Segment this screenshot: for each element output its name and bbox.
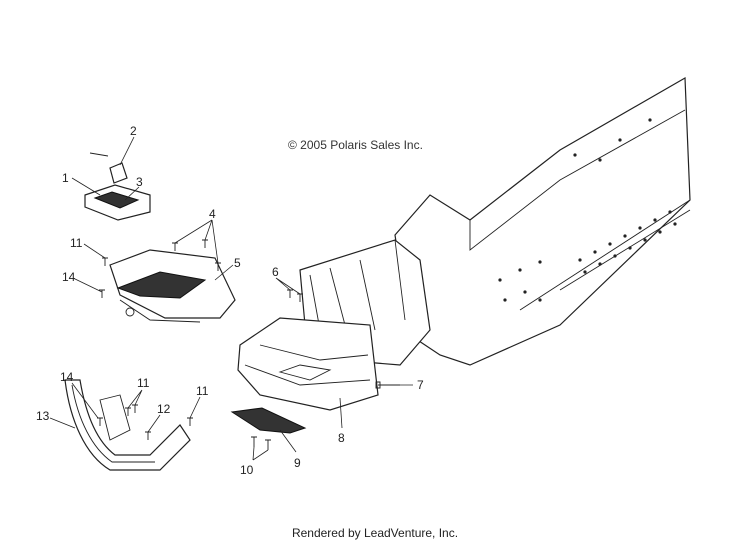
chassis-tunnel	[394, 76, 691, 366]
callout-4: 4	[209, 207, 216, 221]
callout-6: 6	[272, 265, 279, 279]
front-bumper	[64, 379, 191, 471]
callout-2: 2	[130, 124, 137, 138]
tunnel-rivet-holes	[498, 118, 677, 302]
fasteners-10	[251, 436, 271, 450]
leader-lines	[49, 136, 413, 461]
callout-12: 12	[157, 402, 171, 416]
callout-1: 1	[62, 171, 69, 185]
callout-9: 9	[294, 456, 301, 470]
mounting-plate	[109, 249, 236, 323]
callout-3: 3	[136, 175, 143, 189]
copyright-notice: © 2005 Polaris Sales Inc.	[288, 138, 423, 152]
callout-13: 13	[36, 409, 50, 423]
callout-7: 7	[417, 378, 424, 392]
callout-11-b: 11	[137, 376, 150, 390]
skid-plate	[230, 407, 307, 434]
callout-11-a: 11	[70, 236, 83, 250]
nose-pan	[237, 317, 379, 411]
callout-11-c: 11	[196, 384, 209, 398]
access-plate	[84, 152, 151, 221]
callout-14-a: 14	[62, 270, 76, 284]
footer-credit: Rendered by LeadVenture, Inc.	[291, 526, 459, 540]
callout-8: 8	[338, 431, 345, 445]
callout-10: 10	[240, 463, 254, 477]
callout-5: 5	[234, 256, 241, 270]
callout-14-b: 14	[60, 370, 74, 384]
